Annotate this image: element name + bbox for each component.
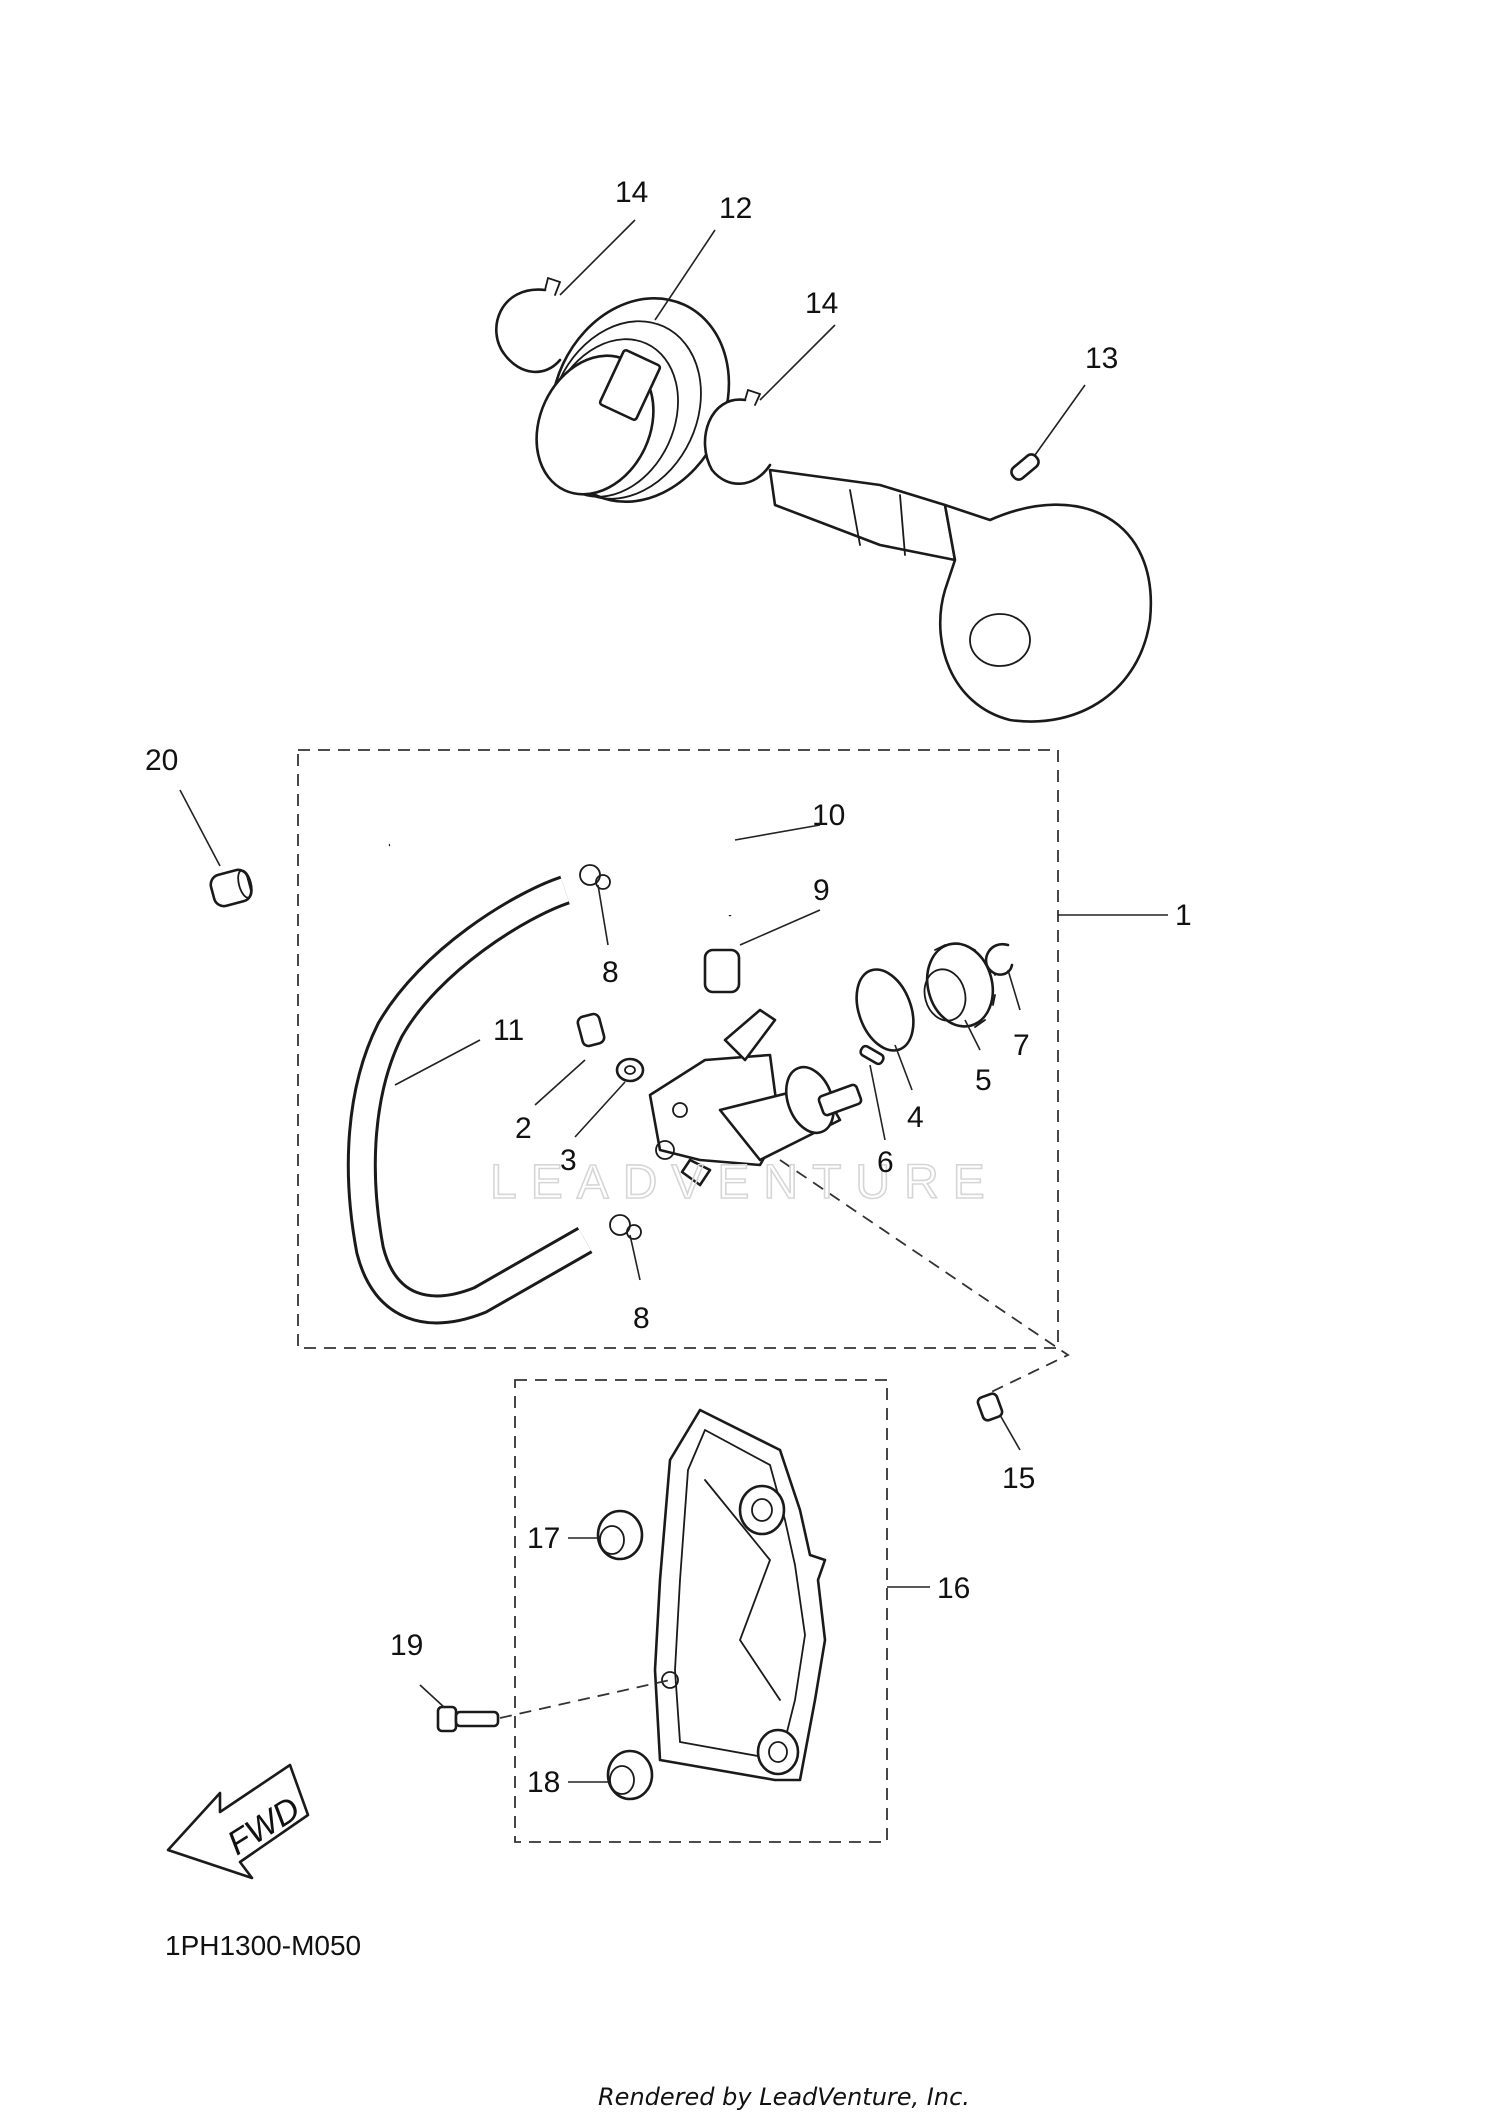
callout-10: 10 <box>812 799 845 832</box>
footer-credit: Rendered by LeadVenture, Inc. <box>598 2083 970 2111</box>
callout-13: 13 <box>1085 342 1118 375</box>
oil-pump-body <box>648 1008 863 1187</box>
grommet-18[interactable] <box>606 1749 654 1801</box>
pulley-12[interactable] <box>515 269 762 531</box>
callout-14-right: 14 <box>805 287 838 320</box>
bolt-2[interactable] <box>576 1012 606 1048</box>
bolt-15[interactable] <box>976 1392 1004 1422</box>
callout-8-upper: 8 <box>602 956 619 989</box>
diagram-code: 1PH1300-M050 <box>165 1930 361 1961</box>
circlip-14-right[interactable] <box>703 388 772 486</box>
callout-15: 15 <box>1002 1462 1035 1495</box>
callout-5: 5 <box>975 1064 992 1097</box>
cover-assembly-box <box>514 1379 888 1843</box>
dowel-pin-13[interactable] <box>1009 452 1041 482</box>
cap-20[interactable] <box>209 868 255 909</box>
collar-9[interactable] <box>703 948 741 994</box>
callout-20: 20 <box>145 744 178 777</box>
callout-7: 7 <box>1013 1029 1030 1062</box>
pump-assembly-box <box>297 749 1059 1349</box>
callout-12: 12 <box>719 192 752 225</box>
hose-11[interactable] <box>346 875 593 1325</box>
callout-14-left: 14 <box>615 176 648 209</box>
callout-9: 9 <box>813 874 830 907</box>
watermark: LEADVENTURE <box>490 1156 999 1209</box>
crankshaft <box>768 468 1153 723</box>
washer-3[interactable] <box>615 1057 645 1083</box>
callout-17: 17 <box>527 1522 560 1555</box>
callout-2: 2 <box>515 1112 532 1145</box>
grommet-17[interactable] <box>596 1509 644 1561</box>
callout-11: 11 <box>493 1014 524 1047</box>
callout-6: 6 <box>877 1146 894 1179</box>
pin-6[interactable] <box>859 1044 885 1066</box>
hose-10[interactable] <box>388 780 738 917</box>
callout-1: 1 <box>1175 899 1192 932</box>
alignment-line-pump <box>779 1159 1070 1396</box>
o-ring-4[interactable] <box>846 962 924 1059</box>
callout-4: 4 <box>907 1101 924 1134</box>
callout-8-lower: 8 <box>633 1302 650 1335</box>
callout-16: 16 <box>937 1572 970 1605</box>
callout-3: 3 <box>560 1144 577 1177</box>
leader-lines <box>179 219 1168 1783</box>
callout-19: 19 <box>390 1629 423 1662</box>
callout-18: 18 <box>527 1766 560 1799</box>
screw-19[interactable] <box>436 1705 500 1733</box>
alignment-line-screw <box>499 1679 671 1719</box>
hose-clip-8-upper[interactable] <box>579 864 611 890</box>
cover-plate <box>653 1408 827 1782</box>
circlip-14-left[interactable] <box>495 276 562 374</box>
fwd-arrow: FWD <box>166 1763 310 1880</box>
hose-clip-8-lower[interactable] <box>609 1214 642 1240</box>
